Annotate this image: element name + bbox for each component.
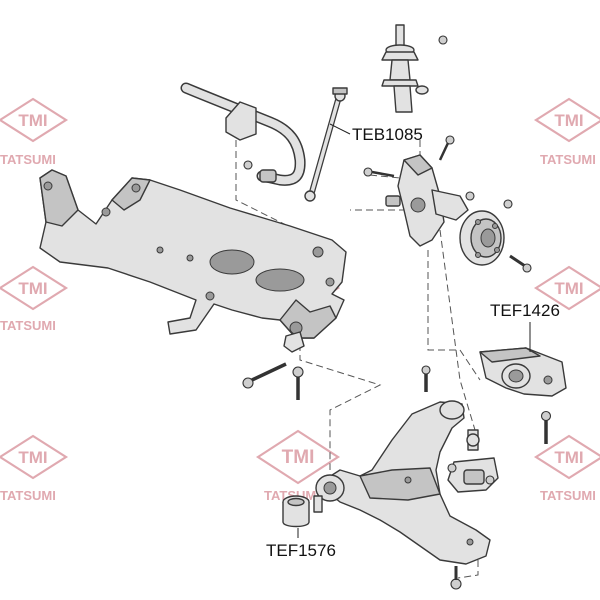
- stabilizer-clamp: [259, 169, 277, 183]
- watermark-brand-text: TATSUMI: [540, 488, 596, 503]
- watermark-logo-text: TMI: [18, 111, 47, 130]
- bolt-icon: [522, 263, 532, 273]
- watermark-tmi-left-bottom: TMI: [0, 434, 69, 480]
- link-ball-bottom: [304, 190, 316, 202]
- bolt-icon: [363, 167, 373, 177]
- part-number-front-bushing: TEF1576: [266, 541, 336, 560]
- watermark-logo-text: TMI: [554, 279, 583, 298]
- nut-icon: [385, 195, 401, 207]
- leader-stabilizer-link: [329, 123, 351, 135]
- rear-bushing-housing: [421, 347, 567, 444]
- subframe: [39, 169, 347, 400]
- mount-bolt: [251, 362, 287, 382]
- bolt-icon: [503, 199, 513, 209]
- wheel-hub: [459, 199, 532, 273]
- watermark-brand-text: TATSUMI: [540, 152, 596, 167]
- watermark-tmi-right-top: TMI: [533, 97, 600, 143]
- nut-icon: [465, 191, 475, 201]
- ball-joint: [447, 429, 499, 493]
- strut-body: [393, 85, 413, 113]
- front-bushing: [282, 495, 323, 528]
- bolt-icon: [540, 410, 552, 422]
- bolt-icon: [485, 475, 495, 485]
- bolt-icon: [450, 578, 462, 590]
- bolt-icon: [447, 463, 457, 473]
- bolt-icon: [421, 365, 431, 375]
- bolt-icon: [243, 160, 253, 170]
- watermark-logo-text: TMI: [18, 279, 47, 298]
- steering-knuckle: [363, 135, 469, 247]
- watermark-tmi-center-bottom: TMI: [255, 429, 341, 485]
- stabilizer-link: [304, 87, 348, 202]
- part-number-stabilizer-link: TEB1085: [352, 125, 423, 144]
- bolt-icon: [242, 377, 254, 389]
- watermark-logo-text: TMI: [554, 111, 583, 130]
- watermark-tmi-left-top: TMI: [0, 97, 69, 143]
- bolt-icon: [445, 135, 455, 145]
- watermark-tmi-left-middle: TMI: [0, 265, 69, 311]
- bolt-icon: [292, 366, 304, 378]
- strut-rod: [395, 24, 405, 48]
- watermark-logo-text: TMI: [18, 448, 47, 467]
- part-number-rear-bushing: TEF1426: [490, 301, 560, 320]
- lower-control-arm: [315, 400, 491, 565]
- watermark-logo-text: TMI: [282, 447, 315, 468]
- link-nut-top: [332, 87, 348, 95]
- strut-assembly: [381, 24, 448, 113]
- watermark-brand-text: TATSUMI: [0, 152, 56, 167]
- watermark-tmi-right-middle: TMI: [533, 265, 600, 311]
- watermark-logo-text: TMI: [554, 448, 583, 467]
- subframe-mount: [283, 331, 305, 353]
- watermark-brand-text: TATSUMI: [0, 318, 56, 333]
- bolt-icon: [438, 35, 448, 45]
- watermark-brand-text: TATSUMI: [0, 488, 56, 503]
- watermark-tmi-right-bottom: TMI: [533, 434, 600, 480]
- hardware: [450, 191, 475, 590]
- stabilizer-bar: [180, 82, 306, 186]
- stabilizer-bushing: [225, 101, 257, 141]
